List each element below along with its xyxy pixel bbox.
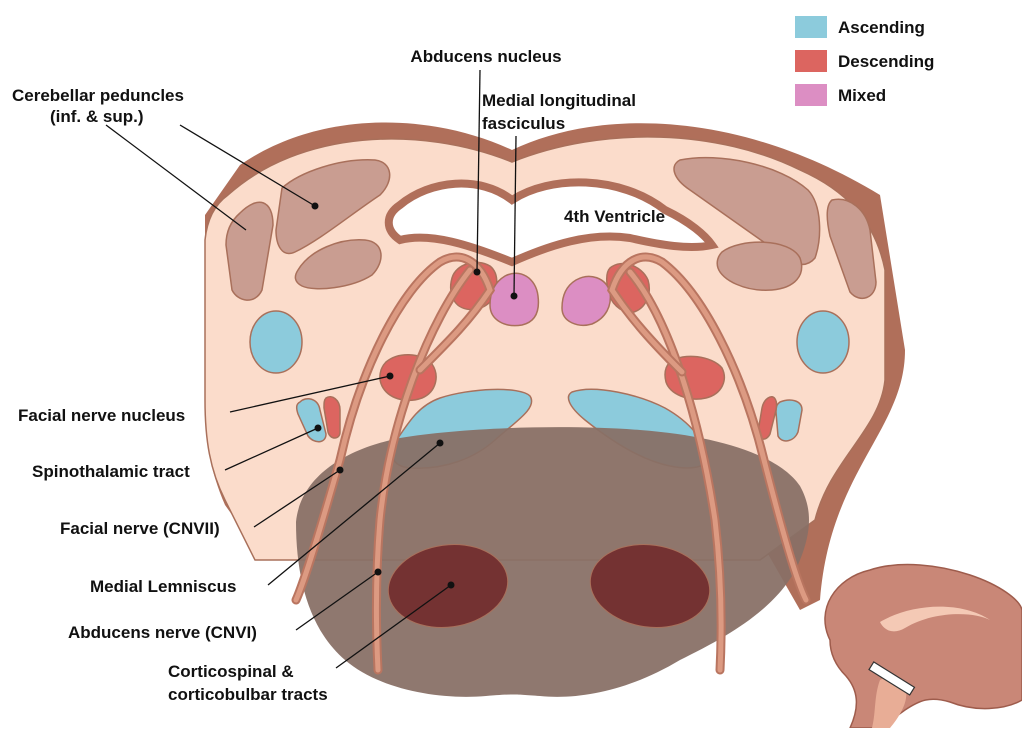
label-facial-nerve: Facial nerve (CNVII) [60, 519, 220, 538]
label-abducens-nucleus: Abducens nucleus [410, 47, 561, 66]
brain-icon [825, 565, 1022, 728]
label-cerebellar-line2: (inf. & sup.) [50, 107, 143, 126]
label-abducens-nerve: Abducens nerve (CNVI) [68, 623, 257, 642]
label-mlf-line1: Medial longitudinal [482, 91, 636, 110]
label-mlf-line2: fasciculus [482, 114, 565, 133]
legend-swatch-ascending [795, 16, 827, 38]
label-fourth-ventricle: 4th Ventricle [564, 207, 665, 226]
legend-label-descending: Descending [838, 52, 934, 71]
label-corticospinal-line2: corticobulbar tracts [168, 685, 328, 704]
legend-label-ascending: Ascending [838, 18, 925, 37]
label-medial-lemniscus: Medial Lemniscus [90, 577, 236, 596]
ascending-tract-left [250, 311, 302, 373]
label-corticospinal-line1: Corticospinal & [168, 662, 294, 681]
label-spinothalamic-tract: Spinothalamic tract [32, 462, 190, 481]
ascending-tract-right [797, 311, 849, 373]
legend-label-mixed: Mixed [838, 86, 886, 105]
legend-swatch-descending [795, 50, 827, 72]
legend-swatch-mixed [795, 84, 827, 106]
label-cerebellar-line1: Cerebellar peduncles [12, 86, 184, 105]
label-facial-nerve-nucleus: Facial nerve nucleus [18, 406, 185, 425]
legend: Ascending Descending Mixed [795, 16, 934, 106]
